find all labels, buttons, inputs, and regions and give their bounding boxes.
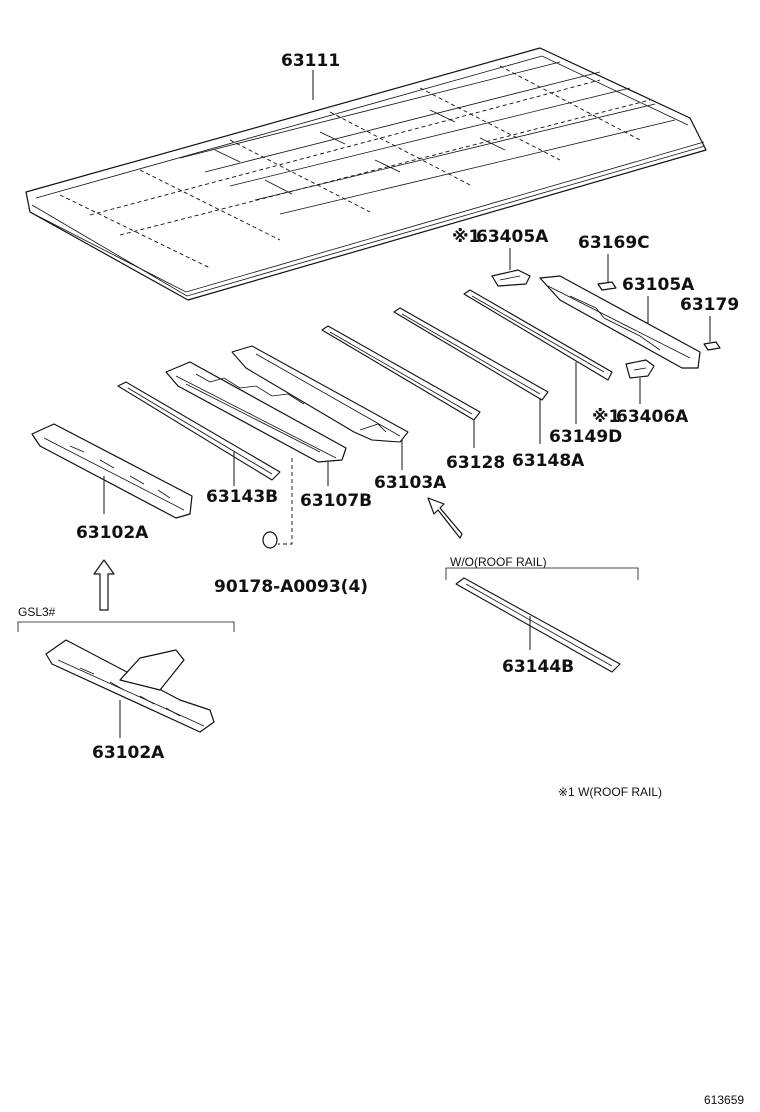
label-63102A-lower: 63102A bbox=[92, 743, 165, 763]
bow-63128[interactable] bbox=[321, 325, 481, 421]
label-63169C: 63169C bbox=[578, 233, 650, 253]
arrow-up-icon bbox=[93, 559, 115, 611]
label-mark-63406A: ※1 bbox=[592, 407, 620, 427]
bow-63144B[interactable] bbox=[455, 577, 621, 673]
label-63107B: 63107B bbox=[300, 491, 372, 511]
label-63406A: 63406A bbox=[616, 407, 689, 427]
diagram-id: 613659 bbox=[704, 1093, 744, 1107]
label-63105A: 63105A bbox=[622, 275, 695, 295]
arrow-diagonal-icon bbox=[427, 497, 463, 539]
label-90178-A0093: 90178-A0093(4) bbox=[214, 577, 368, 597]
label-63103A: 63103A bbox=[374, 473, 447, 493]
label-63149D: 63149D bbox=[549, 427, 622, 447]
pad-63179[interactable] bbox=[703, 341, 721, 351]
rail-63102A-lower[interactable] bbox=[45, 639, 215, 733]
rail-63102A-upper[interactable] bbox=[31, 423, 193, 519]
bracket-63406A[interactable] bbox=[625, 359, 655, 379]
label-63179: 63179 bbox=[680, 295, 739, 315]
label-63128: 63128 bbox=[446, 453, 505, 473]
rail-63107B[interactable] bbox=[165, 361, 347, 463]
roof-panel-63111[interactable] bbox=[25, 47, 707, 301]
label-63148A: 63148A bbox=[512, 451, 585, 471]
bow-63148A[interactable] bbox=[393, 307, 549, 401]
bow-63149D[interactable] bbox=[463, 289, 613, 381]
label-wo-roof-rail: W/O(ROOF RAIL) bbox=[450, 555, 547, 569]
label-63144B: 63144B bbox=[502, 657, 574, 677]
rail-63103A[interactable] bbox=[231, 345, 409, 443]
rail-63105A[interactable] bbox=[539, 275, 701, 369]
footnote-roof-rail: ※1 W(ROOF RAIL) bbox=[558, 785, 662, 799]
bow-63143B[interactable] bbox=[117, 381, 281, 481]
clip-90178-A0093[interactable] bbox=[262, 531, 278, 549]
bracket-63405A[interactable] bbox=[491, 269, 531, 287]
label-63405A: 63405A bbox=[476, 227, 549, 247]
label-gsl3: GSL3# bbox=[18, 605, 56, 619]
clip-63169C[interactable] bbox=[597, 281, 617, 291]
label-63102A-upper: 63102A bbox=[76, 523, 149, 543]
label-mark-63405A: ※1 bbox=[452, 227, 480, 247]
label-63111: 63111 bbox=[281, 51, 340, 71]
label-63143B: 63143B bbox=[206, 487, 278, 507]
